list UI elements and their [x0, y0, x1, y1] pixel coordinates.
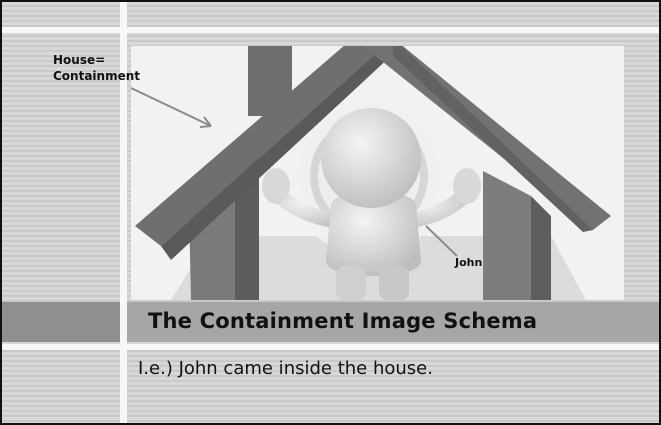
- john-label: John: [455, 256, 482, 269]
- slide-body-text: I.e.) John came inside the house.: [138, 358, 433, 379]
- horizontal-stripe: [2, 344, 661, 350]
- house-figure-image: [131, 46, 624, 300]
- slide-title: The Containment Image Schema: [148, 309, 537, 333]
- horizontal-stripe: [2, 27, 661, 33]
- title-band-accent: [2, 302, 120, 342]
- house-label: House= Containment: [53, 52, 140, 84]
